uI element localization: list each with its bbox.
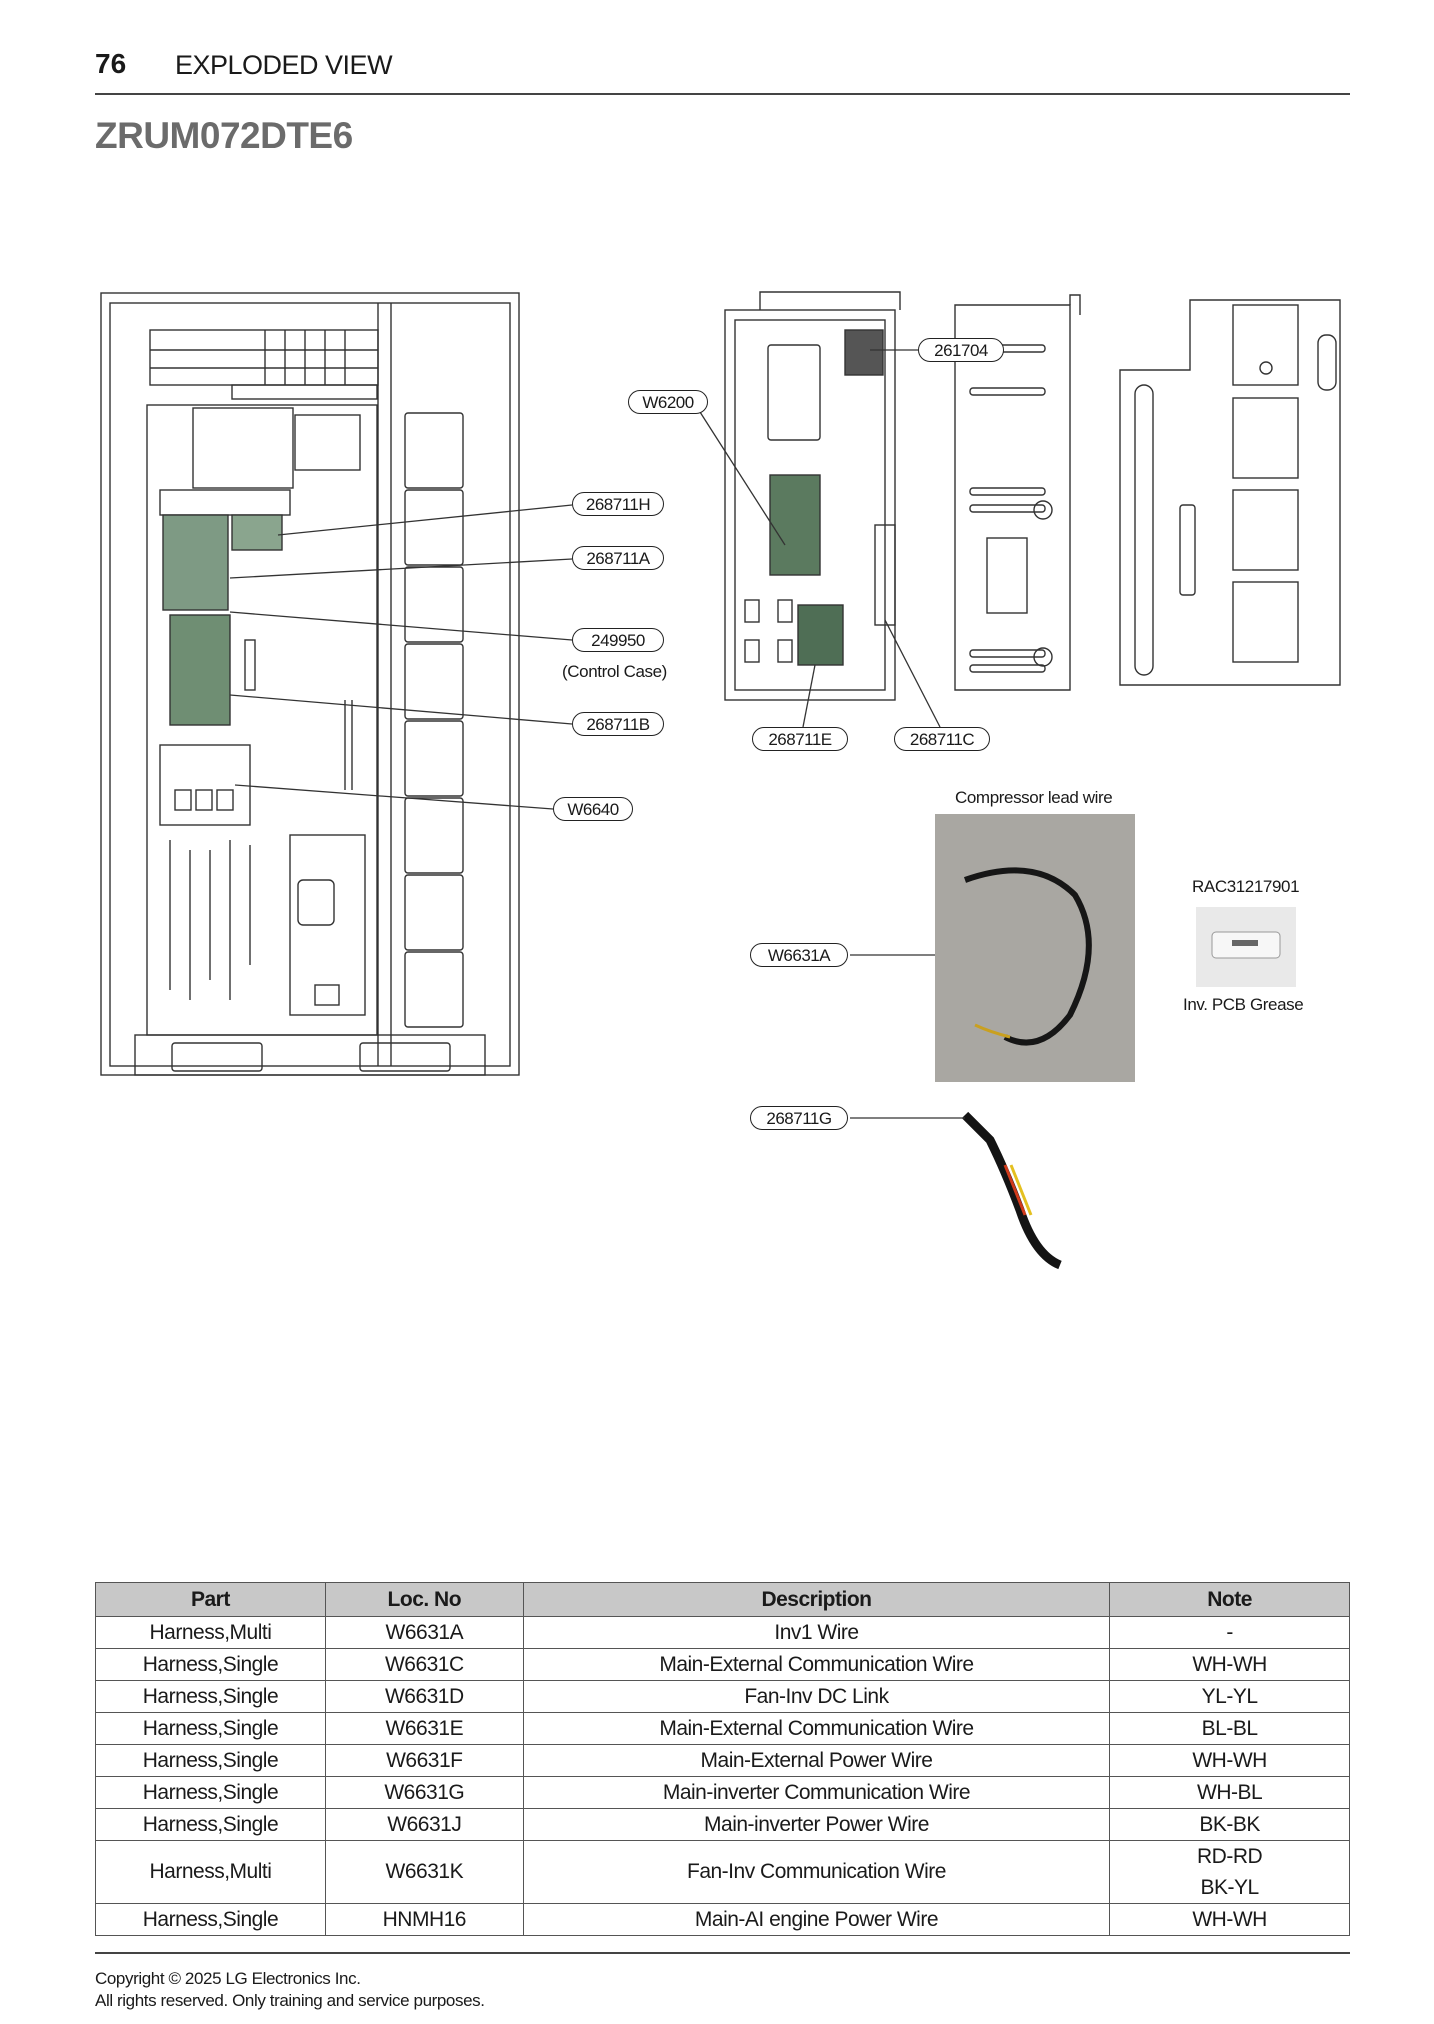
table-row-continuation: BK-YL: [96, 1872, 1350, 1904]
cell-loc: W6631G: [324, 1776, 524, 1809]
grease-part-number: RAC31217901: [1192, 877, 1300, 896]
pcb-grease-photo: [1196, 907, 1296, 987]
header-divider: [95, 93, 1350, 95]
cell-part: Harness,Single: [95, 1648, 326, 1681]
callout-261704: 261704: [918, 338, 1004, 362]
cell-description: Main-inverter Power Wire: [522, 1808, 1111, 1841]
cell-note: BK-BK: [1109, 1808, 1350, 1841]
callout-W6200: W6200: [628, 390, 708, 414]
callout-268711H: 268711H: [572, 492, 664, 516]
cell-loc: W6631C: [324, 1648, 524, 1681]
cell-description: Main-External Communication Wire: [522, 1712, 1111, 1745]
table-row: Harness,Single W6631E Main-External Comm…: [95, 1712, 1350, 1745]
cell-part: Harness,Multi: [95, 1616, 326, 1649]
cell-note: WH-BL: [1109, 1776, 1350, 1809]
cell-description: Inv1 Wire: [522, 1616, 1111, 1649]
outdoor-unit-front-drawing: [100, 292, 520, 1076]
cell-part: Harness,Single: [95, 1712, 326, 1745]
page-number: 76: [95, 48, 127, 79]
cell-description: Main-External Communication Wire: [522, 1648, 1111, 1681]
cell-loc: W6631K: [324, 1840, 524, 1904]
callout-W6631A: W6631A: [750, 943, 848, 967]
cell-note: BL-BL: [1109, 1712, 1350, 1745]
exploded-view-diagram: [100, 291, 1341, 1270]
table-row: Harness,Single W6631F Main-External Powe…: [95, 1744, 1350, 1777]
table-row: Harness,Single W6631J Main-inverter Powe…: [95, 1808, 1350, 1841]
cell-part: Harness,Single: [95, 1776, 326, 1809]
cell-loc: W6631F: [324, 1744, 524, 1777]
control-box-drawing: [724, 291, 901, 701]
table-row: Harness,Single W6631D Fan-Inv DC Link YL…: [95, 1680, 1350, 1713]
cell-note: WH-WH: [1109, 1903, 1350, 1936]
table-row: Harness,Multi W6631K Fan-Inv Communicati…: [95, 1840, 1350, 1904]
callout-268711E: 268711E: [752, 727, 848, 751]
callout-268711C: 268711C: [894, 727, 990, 751]
table-row: Harness,Single W6631C Main-External Comm…: [95, 1648, 1350, 1681]
model-title: ZRUM072DTE6: [95, 115, 353, 156]
cell-note: YL-YL: [1109, 1680, 1350, 1713]
cell-loc: W6631D: [324, 1680, 524, 1713]
section-title: EXPLODED VIEW: [175, 50, 393, 80]
compressor-lead-wire-photo: [935, 814, 1135, 1082]
cell-note: -: [1109, 1616, 1350, 1649]
rear-panel-drawing: [1119, 299, 1341, 686]
callout-W6640: W6640: [553, 797, 633, 821]
rights-line: All rights reserved. Only training and s…: [95, 1991, 485, 2010]
cell-part: Harness,Single: [95, 1808, 326, 1841]
cell-loc: HNMH16: [324, 1903, 524, 1936]
table-row: Harness,Single HNMH16 Main-AI engine Pow…: [95, 1903, 1350, 1936]
copyright-notice: Copyright © 2025 LG Electronics Inc. All…: [95, 1968, 485, 2012]
parts-table: Part Loc. No Description Note Harness,Mu…: [95, 1582, 1350, 1936]
cell-part: Harness,Single: [95, 1744, 326, 1777]
table-header-row: Part Loc. No Description Note: [95, 1582, 1350, 1617]
col-header-description: Description: [522, 1582, 1111, 1617]
col-header-loc: Loc. No: [324, 1582, 524, 1617]
cell-part: Harness,Multi: [95, 1840, 326, 1904]
cell-part: Harness,Single: [95, 1680, 326, 1713]
table-row: Harness,Multi W6631A Inv1 Wire -: [95, 1616, 1350, 1649]
cell-note: WH-WH: [1109, 1648, 1350, 1681]
cell-description: Fan-Inv DC Link: [522, 1680, 1111, 1713]
callout-249950: 249950: [572, 628, 664, 652]
cell-description: Main-AI engine Power Wire: [522, 1903, 1111, 1936]
cell-description: Main-External Power Wire: [522, 1744, 1111, 1777]
cell-loc: W6631J: [324, 1808, 524, 1841]
cell-description: Fan-Inv Communication Wire: [522, 1840, 1111, 1904]
cell-loc: W6631E: [324, 1712, 524, 1745]
grease-name-label: Inv. PCB Grease: [1183, 995, 1304, 1014]
cell-note: BK-YL: [1109, 1872, 1350, 1904]
compressor-lead-wire-label: Compressor lead wire: [955, 788, 1113, 807]
cell-loc: W6631A: [324, 1616, 524, 1649]
callout-268711A: 268711A: [572, 546, 664, 570]
leader-lines: [229, 349, 965, 1119]
cell-note: RD-RD: [1109, 1840, 1350, 1872]
callout-268711B: 268711B: [572, 712, 664, 736]
single-wire-photo: [961, 1111, 1062, 1270]
cell-note: WH-WH: [1109, 1744, 1350, 1777]
col-header-part: Part: [95, 1582, 326, 1617]
copyright-line: Copyright © 2025 LG Electronics Inc.: [95, 1969, 361, 1988]
footer-divider: [95, 1952, 1350, 1954]
table-row: Harness,Single W6631G Main-inverter Comm…: [95, 1776, 1350, 1809]
cell-part: Harness,Single: [95, 1903, 326, 1936]
cover-panel-drawing: [954, 294, 1081, 691]
cell-description: Main-inverter Communication Wire: [522, 1776, 1111, 1809]
callout-268711G: 268711G: [750, 1106, 848, 1130]
col-header-note: Note: [1109, 1582, 1350, 1617]
control-case-label: (Control Case): [562, 662, 667, 681]
